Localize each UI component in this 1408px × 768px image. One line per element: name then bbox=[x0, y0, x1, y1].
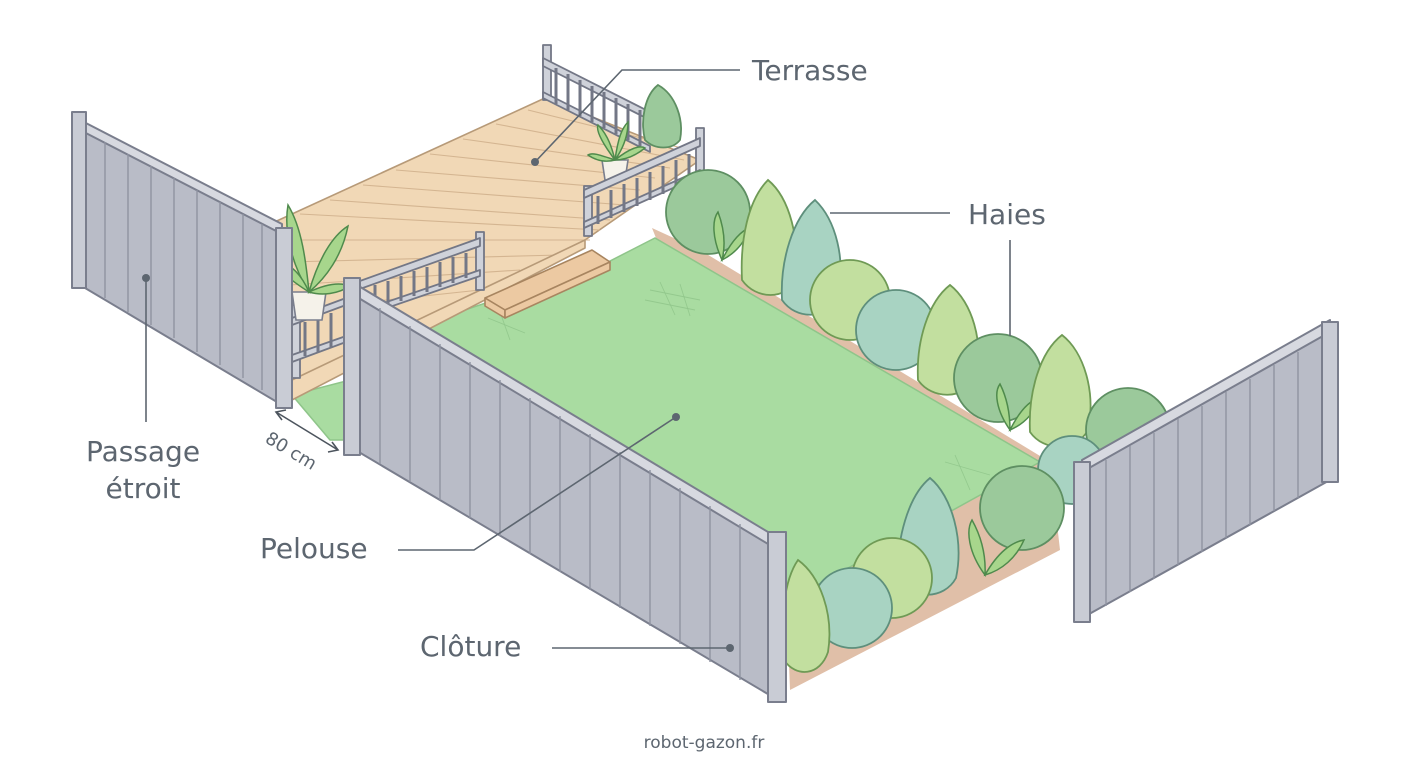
lawn-texture bbox=[487, 281, 991, 491]
label-passage-line1: Passage bbox=[86, 435, 200, 468]
callout-cloture: Clôture bbox=[420, 630, 734, 663]
callout-haies: Haies bbox=[830, 198, 1046, 336]
fence-front bbox=[343, 277, 787, 703]
terrace-conifer bbox=[642, 83, 682, 149]
fence-right bbox=[1073, 319, 1339, 623]
label-passage-line2: étroit bbox=[106, 472, 181, 505]
dimension-label: 80 cm bbox=[261, 428, 320, 475]
callout-passage: Passage étroit bbox=[86, 274, 200, 505]
callout-terrasse: Terrasse bbox=[531, 54, 868, 166]
label-cloture: Clôture bbox=[420, 630, 521, 663]
label-haies: Haies bbox=[968, 198, 1046, 231]
fence-left bbox=[71, 111, 293, 409]
hedge-cone bbox=[1028, 333, 1092, 448]
source-footer: robot-gazon.fr bbox=[644, 733, 765, 753]
railing-side bbox=[583, 127, 705, 237]
hedge-bush bbox=[979, 465, 1065, 551]
label-pelouse: Pelouse bbox=[260, 532, 368, 565]
hedge-shrub bbox=[968, 518, 1026, 578]
potted-plant-passage bbox=[272, 202, 352, 321]
bench bbox=[484, 249, 611, 319]
callout-pelouse: Pelouse bbox=[260, 413, 680, 565]
label-terrasse: Terrasse bbox=[751, 54, 868, 87]
